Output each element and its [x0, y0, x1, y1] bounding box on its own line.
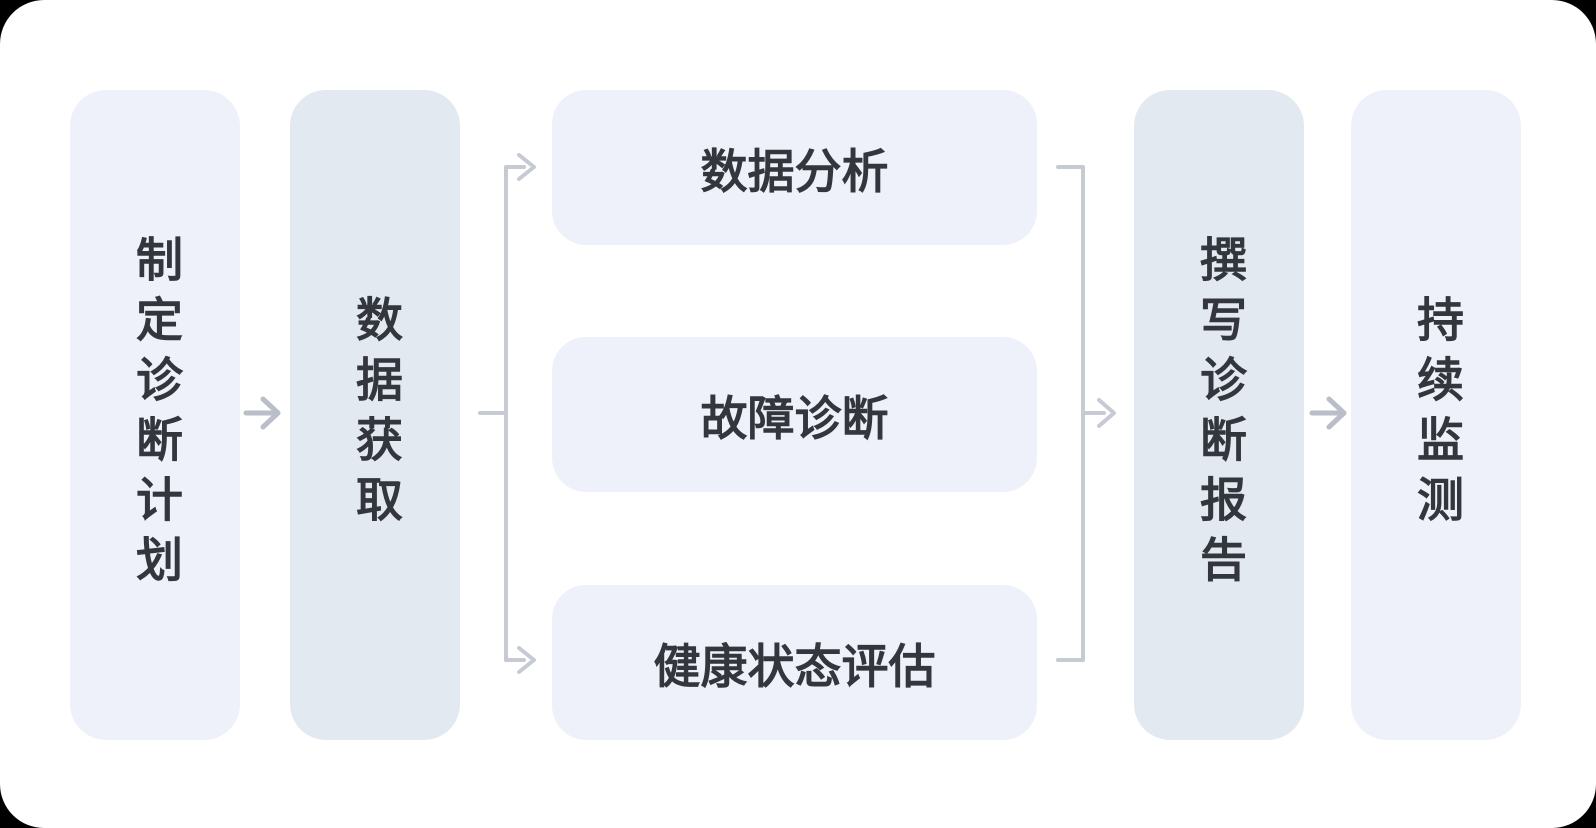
node-fault: 故障诊断 — [552, 337, 1037, 492]
node-monitor: 持续监测 — [1351, 90, 1521, 740]
node-plan-label: 制定诊断计划 — [129, 235, 182, 595]
arrow-right-icon — [243, 396, 281, 430]
node-analysis: 数据分析 — [552, 90, 1037, 245]
node-plan: 制定诊断计划 — [70, 90, 240, 740]
node-acquire-label: 数据获取 — [349, 295, 402, 535]
arrow-right-icon — [517, 153, 536, 181]
node-report-label: 撰写诊断报告 — [1193, 235, 1246, 595]
node-analysis-label: 数据分析 — [700, 145, 889, 198]
branch-split-connector — [478, 165, 526, 662]
branch-merge-connector — [1056, 165, 1106, 662]
node-health: 健康状态评估 — [552, 585, 1037, 740]
node-health-label: 健康状态评估 — [653, 640, 936, 693]
node-acquire: 数据获取 — [290, 90, 460, 740]
arrow-right-icon — [517, 646, 536, 674]
node-report: 撰写诊断报告 — [1134, 90, 1304, 740]
node-fault-label: 故障诊断 — [700, 392, 889, 445]
arrow-right-icon — [1097, 398, 1116, 428]
arrow-right-icon — [1309, 396, 1347, 430]
node-monitor-label: 持续监测 — [1410, 295, 1463, 535]
